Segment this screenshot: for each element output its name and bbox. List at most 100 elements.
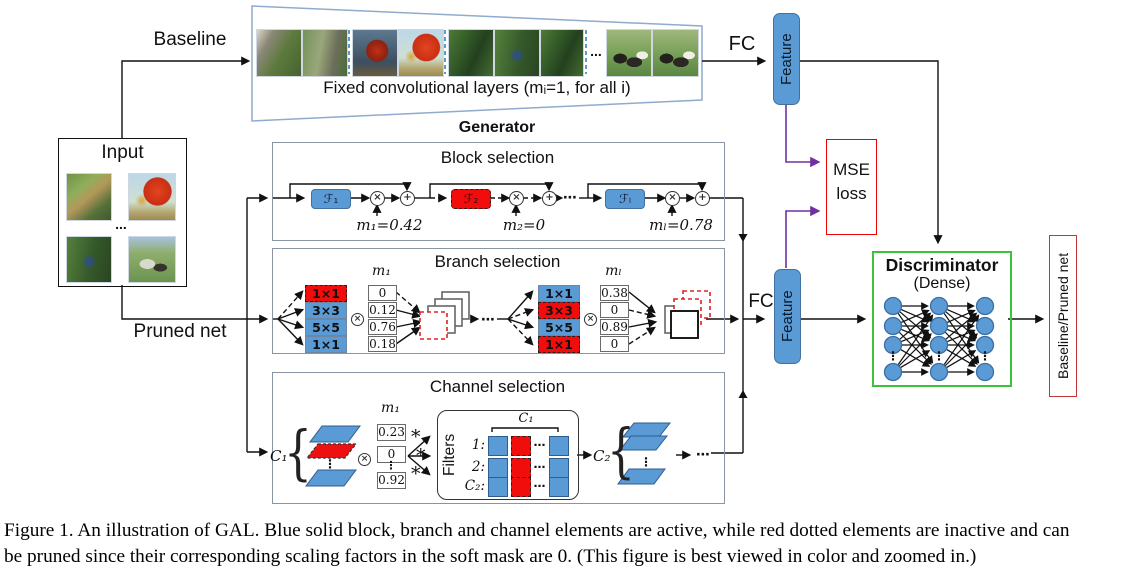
block-f2-box: ℱ₂ [451,189,491,209]
block-ml-label: mₗ=0.78 [649,216,713,234]
channel-mask-value: 0.92 [377,472,406,489]
branch-mask-value: 0.89 [600,319,629,335]
channel-mask-vdots: ⋮ [385,460,397,472]
filters-ellipsis: ⋯ [533,438,546,452]
mse-label: MSE [833,160,870,179]
branch-mask-value: 0 [368,285,397,301]
fixed-thumb-cows-2 [652,29,699,77]
fixed-thumb-bicycle [494,29,540,77]
branch-1x1-box: 1×1 [305,285,347,302]
otimes-symbol: × [351,313,364,326]
block-ellipsis: ⋯ [563,189,577,205]
conv-asterisk: * [411,463,421,485]
mse-loss-box: MSE loss [826,139,877,235]
fixed-thumb-balloon [398,29,444,77]
block-m1-label: m₁=0.42 [356,216,423,234]
filters-row-label: C₂: [464,478,485,494]
branch-mask-header-m1: m₁ [372,263,391,279]
left-brace: { [607,416,635,486]
baseline-label: Baseline [153,29,227,50]
branch-1x1-box: 1×1 [538,336,580,353]
discriminator-box: Discriminator (Dense) [872,251,1012,387]
channel-c2-vdots: ⋮ [640,455,652,469]
branch-mask-value: 0.38 [600,285,629,301]
filter-cell-active [488,436,508,456]
branch-mask-value: 0 [600,336,629,352]
channel-vdots: ⋮ [324,457,336,471]
fixed-layers-ellipsis: ... [590,43,602,59]
filters-box: Filters C₁ 1: 2: C₂: ⋯ ⋯ ⋯ [437,410,579,500]
otimes-symbol: × [358,453,371,466]
branch-3x3-box: 3×3 [305,302,347,319]
conv-asterisk: * [411,426,421,448]
fixed-layers-caption: Fixed convolutional layers (mᵢ=1, for al… [323,78,631,97]
otimes-symbol: × [665,191,680,206]
input-ellipsis: ... [115,216,127,232]
discriminator-title: Discriminator [885,255,999,275]
fc-top-label: FC [728,33,756,55]
branch-mask-value: 0 [600,302,629,318]
branch-1x1-box: 1×1 [305,336,347,353]
otimes-symbol: × [509,191,524,206]
loss-label: loss [836,184,867,203]
figure-caption: Figure 1. An illustration of GAL. Blue s… [0,512,1136,570]
fixed-thumb-bicycle-2 [540,29,584,77]
filters-ellipsis: ⋯ [533,479,546,493]
channel-mask-header-m1: m₁ [381,400,400,416]
feature-top-box: Feature [773,13,800,105]
branch-ellipsis: ⋯ [481,311,495,327]
branch-selection-title: Branch selection [434,252,561,271]
nn-vdots: ⋮ [887,349,899,363]
filter-cell-active [549,458,569,478]
channel-selection-box [272,372,725,504]
channel-c2-label: C₂ [593,447,611,465]
caption-line-2: be pruned since their corresponding scal… [4,546,977,567]
block-f1-box: ℱ₁ [311,189,351,209]
filter-cell-active [488,477,508,497]
caption-line-1: Figure 1. An illustration of GAL. Blue s… [4,520,1070,541]
branch-1x1-box: 1×1 [538,285,580,302]
branch-mask-value: 0.76 [368,319,397,335]
oplus-symbol: + [695,191,710,206]
filter-cell-inactive [511,458,531,478]
figure-diagram: Baseline Input ... Pruned net ... Fixed … [58,5,1077,504]
branch-5x5-box: 5×5 [538,319,580,336]
otimes-symbol: × [584,313,597,326]
input-thumb-zebras [128,236,176,283]
branch-5x5-box: 5×5 [305,319,347,336]
channel-mask-value: 0 [377,446,406,463]
discriminator-subtitle: (Dense) [913,275,971,292]
fixed-thumb-balloons [352,29,398,77]
filter-cell-inactive [511,477,531,497]
filters-row-label: 1: [471,437,485,453]
filter-cell-inactive [511,436,531,456]
branch-mask-value: 0.18 [368,336,397,352]
branch-selection-box [272,248,725,354]
channel-mask-value: 0.23 [377,424,406,441]
input-thumb-bicycle [66,236,112,283]
left-brace: { [284,418,312,488]
input-title: Input [101,142,144,163]
branch-mask-header-ml: mₗ [605,263,622,279]
filter-cell-active [549,477,569,497]
block-m2-label: m₂=0 [502,216,546,234]
oplus-symbol: + [542,191,557,206]
fixed-thumb-cats [302,29,348,77]
block-selection-box [272,142,725,241]
fc-mid-label: FC [748,291,774,312]
conv-asterisk: * [416,445,426,467]
branch-mask-value: 0.12 [368,302,397,318]
pruned-net-label: Pruned net [133,321,227,342]
block-selection-title: Block selection [440,148,555,167]
generator-title: Generator [458,119,536,136]
filter-cell-active [549,436,569,456]
feature-mid-box: Feature [774,269,801,364]
channel-c1-label: C₁ [270,447,288,465]
input-box: Input ... [58,138,187,287]
input-thumb-dog [66,173,112,221]
filters-ellipsis: ⋯ [533,460,546,474]
fixed-thumb-cat [256,29,302,77]
input-thumb-balloon [128,173,176,221]
otimes-symbol: × [370,191,385,206]
channel-selection-title: Channel selection [429,377,566,396]
